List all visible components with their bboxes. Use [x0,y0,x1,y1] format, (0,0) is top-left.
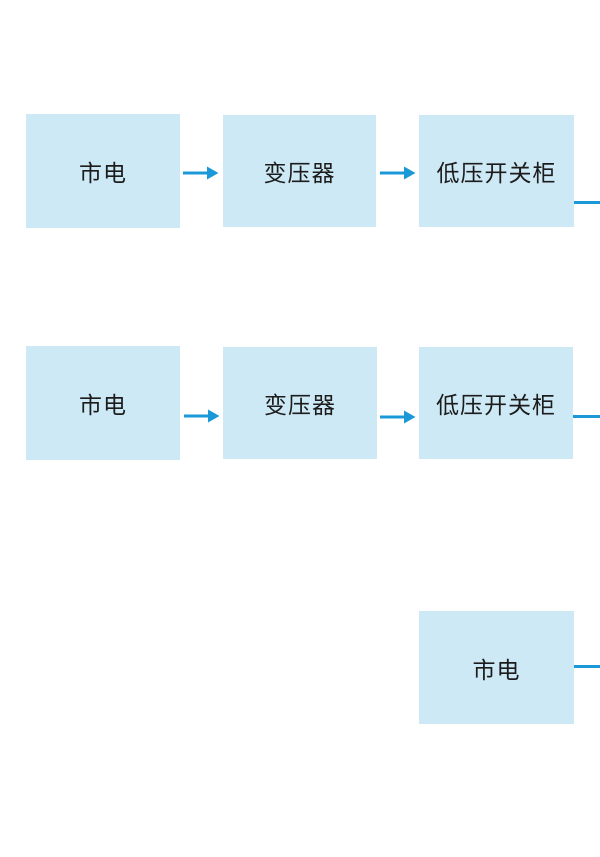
node-transformer-row2: 变压器 [223,347,377,459]
node-lv-switchgear-row2: 低压开关柜 [419,347,573,459]
flow-arrow-icon [380,410,416,424]
flow-arrow-icon [380,166,416,180]
node-mains-power-row1: 市电 [26,114,180,228]
connector-line-row2 [573,415,600,418]
flow-arrow-icon [184,409,220,423]
node-lv-switchgear-row1: 低压开关柜 [419,115,574,227]
node-mains-power-row3: 市电 [419,611,574,724]
connector-line-row3 [574,665,600,668]
node-mains-power-row2: 市电 [26,346,180,460]
node-transformer-row1: 变压器 [223,115,376,227]
flow-arrow-icon [183,166,219,180]
connector-line-row1 [574,201,600,204]
